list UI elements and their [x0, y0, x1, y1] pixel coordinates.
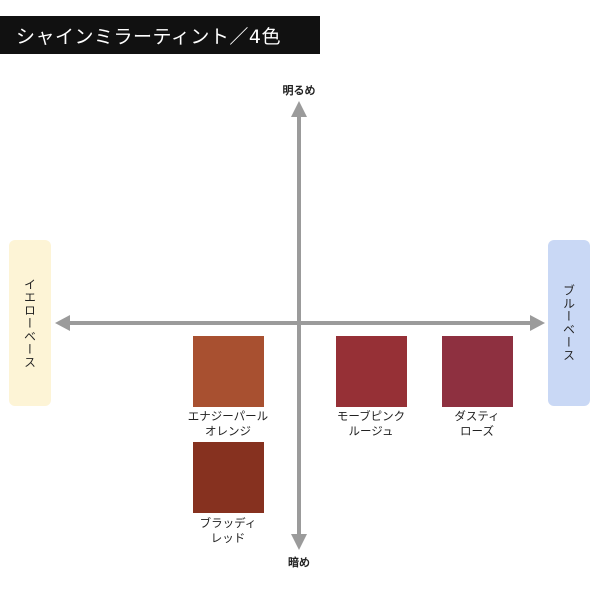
swatch-energy-pearl-orange — [193, 336, 264, 407]
swatch-dusty-rose — [442, 336, 513, 407]
arrow-up-icon — [291, 101, 307, 117]
arrow-right-icon — [530, 315, 545, 331]
arrow-down-icon — [291, 534, 307, 550]
blue-base-panel: ブルーベース — [548, 240, 590, 406]
swatch-bloody-red — [193, 442, 264, 513]
label-mauve-pink-rouge: モーブピンクルージュ — [336, 409, 406, 438]
yellow-base-panel: イエローベース — [9, 240, 51, 406]
axis-label-darker: 暗め — [288, 556, 310, 569]
label-bloody-red: ブラッディレッド — [199, 516, 257, 545]
label-energy-pearl-orange: エナジーパールオレンジ — [187, 409, 269, 438]
arrow-left-icon — [55, 315, 70, 331]
swatch-mauve-pink-rouge — [336, 336, 407, 407]
page-title: シャインミラーティント／4色 — [0, 16, 320, 54]
blue-base-label: ブルーベース — [561, 284, 576, 362]
axis-label-brighter: 明るめ — [282, 84, 316, 97]
label-dusty-rose: ダスティローズ — [454, 409, 500, 438]
yellow-base-label: イエローベース — [22, 277, 37, 369]
